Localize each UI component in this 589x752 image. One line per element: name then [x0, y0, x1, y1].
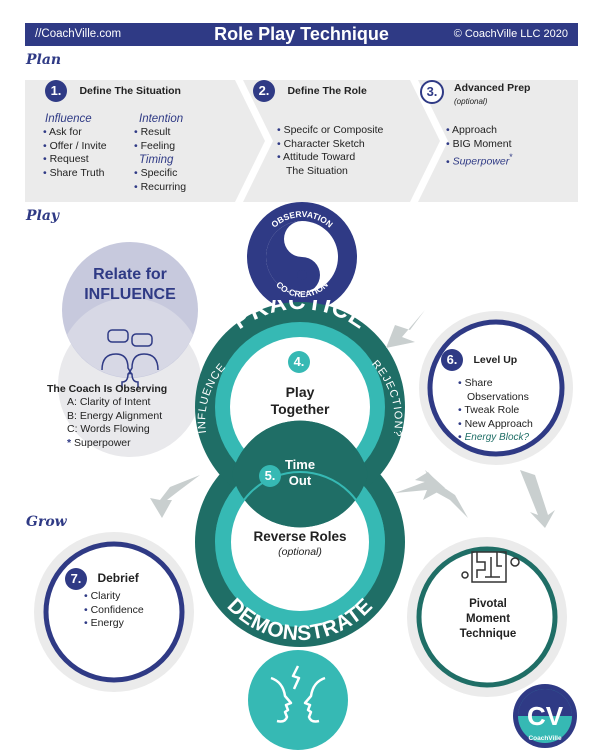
step-3-title: Advanced Prep — [454, 82, 531, 94]
debrief-list: Clarity Confidence Energy — [84, 590, 144, 631]
out-line: Out — [288, 473, 312, 488]
logo-letters: CV — [527, 701, 564, 731]
list-item: Confidence — [84, 604, 144, 618]
step-7-title: Debrief — [97, 571, 139, 585]
list-item: BIG Moment — [446, 138, 513, 152]
flow-arrows — [150, 310, 555, 528]
relate-line-1: Relate for — [93, 266, 167, 283]
pivotal-line-3: Technique — [459, 628, 517, 640]
observing-list: A: Clarity of Intent B: Energy Alignment… — [67, 396, 162, 450]
list-item: B: Energy Alignment — [67, 409, 163, 422]
pivotal-line-1: Pivotal — [469, 598, 507, 610]
star-mark: * — [67, 436, 72, 449]
step-2-number: 2. — [253, 80, 275, 102]
step-4-number: 4. — [288, 351, 310, 373]
time-line: Time — [284, 457, 316, 472]
play-together-label: Play Together — [250, 384, 350, 418]
step-4: 4. — [288, 351, 310, 373]
step-3: 3. — [420, 80, 444, 104]
observing-title: The Coach Is Observing — [47, 383, 168, 395]
intention-list: Result Feeling — [134, 126, 175, 153]
coachville-logo: CV CoachVille — [513, 684, 577, 748]
header-bar: //CoachVille.com Role Play Technique © C… — [25, 23, 578, 46]
maze-icon — [461, 551, 520, 583]
relate-line-2: INFLUENCE — [84, 286, 176, 303]
list-item: C: Words Flowing — [67, 423, 150, 435]
step-7: 7. Debrief — [65, 568, 139, 590]
step-1: 1. Define The Situation — [45, 80, 181, 102]
time-out-label: Time Out — [278, 457, 322, 489]
energy-block-label: Energy Block? — [464, 432, 530, 443]
superpower-label: Superpower — [74, 436, 131, 449]
list-item: Clarity — [84, 590, 144, 604]
intention-title: Intention — [139, 113, 184, 125]
list-item: Attitude Toward — [277, 151, 383, 165]
list-item: Ask for — [43, 126, 107, 140]
logo-name: CoachVille — [528, 735, 562, 742]
influence-title: Influence — [45, 113, 92, 125]
step-6-title: Level Up — [473, 354, 518, 366]
arrow-icon — [150, 310, 555, 528]
superpower-label: Superpower — [452, 155, 510, 168]
list-item: Request — [43, 153, 107, 167]
list-item: Specifc or Composite — [277, 124, 384, 138]
step-2: 2. Define The Role — [253, 80, 367, 102]
practice-demonstrate-rings: PRACTICE DEMONSTRATE INFLUENCE REJECTION… — [195, 300, 405, 647]
relate-circles — [58, 242, 202, 457]
together-line: Together — [270, 401, 330, 417]
list-item: Approach — [446, 124, 513, 138]
list-item: Character Sketch — [277, 138, 383, 152]
play-heading: Play — [26, 208, 60, 224]
list-item: * Superpower — [67, 437, 162, 451]
list-item: Energy — [84, 617, 144, 631]
step-2-title: Define The Role — [287, 85, 367, 97]
list-item: Share — [458, 377, 533, 391]
level-up-list: Share Observations Tweak Role New Approa… — [458, 377, 533, 445]
faces-lightning-icon — [248, 650, 348, 750]
pivotal-label: Pivotal Moment Technique — [447, 597, 529, 642]
timing-title: Timing — [139, 154, 174, 166]
step-3-number: 3. — [420, 80, 444, 104]
grow-heading: Grow — [26, 514, 67, 530]
step-7-number: 7. — [65, 568, 87, 590]
step-1-number: 1. — [45, 80, 67, 102]
list-item: Result — [134, 126, 175, 140]
list-item: New Approach — [458, 418, 533, 432]
star-mark: * — [509, 152, 513, 162]
list-item: Superpower* — [446, 151, 513, 169]
page-title: Role Play Technique — [214, 24, 389, 44]
play-line: Play — [285, 384, 315, 400]
pivotal-line-2: Moment — [465, 613, 511, 625]
speech-bubbles-heads-icon — [101, 329, 159, 388]
step-5-number: 5. — [259, 465, 281, 487]
step-1-title: Define The Situation — [79, 85, 181, 97]
plan-heading: Plan — [26, 52, 62, 68]
list-item: A: Clarity of Intent — [67, 396, 151, 408]
yin-yang-icon: OBSERVATION CO-CREATION — [247, 202, 357, 312]
site-url: //CoachVille.com — [35, 28, 122, 40]
copyright: © CoachVille LLC 2020 — [453, 28, 568, 40]
time-out-lens — [232, 420, 368, 528]
list-item: Offer / Invite — [43, 140, 107, 154]
step-6-number: 6. — [441, 349, 463, 371]
pivotal-circle — [407, 537, 567, 697]
list-item: Share Truth — [43, 167, 107, 181]
timing-list: Specific Recurring — [134, 167, 187, 195]
step-3-subtitle: (optional) — [454, 97, 488, 106]
list-item: Specific — [134, 167, 186, 181]
list-item: Feeling — [134, 140, 175, 154]
reverse-roles-title: Reverse Roles — [253, 529, 347, 544]
step-6: 6. Level Up — [441, 349, 517, 371]
list-item: Recurring — [134, 181, 187, 195]
advanced-list: Approach BIG Moment Superpower* — [446, 124, 513, 169]
step-5: 5. — [259, 465, 281, 487]
reverse-roles-sub: (optional) — [278, 546, 322, 558]
role-list: Specifc or Composite Character Sketch At… — [277, 124, 383, 178]
list-item-continued: The Situation — [286, 164, 348, 177]
list-item: Energy Block? — [458, 431, 533, 445]
list-item-continued: Observations — [467, 390, 529, 403]
list-item: Tweak Role — [458, 404, 533, 418]
influence-list: Ask for Offer / Invite Request Share Tru… — [43, 126, 107, 180]
